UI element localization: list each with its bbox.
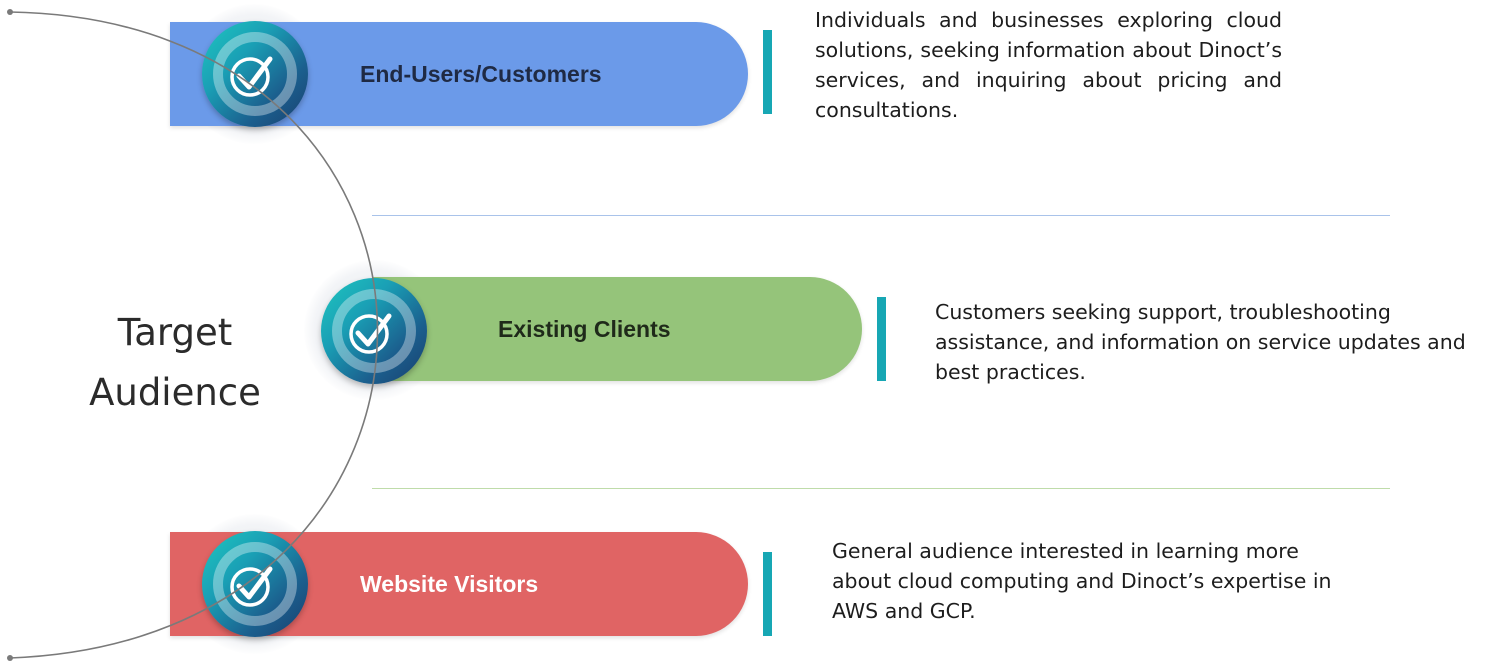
segment-label: Website Visitors	[360, 571, 539, 597]
arc-bottom-endpoint	[7, 655, 13, 661]
accent-bar	[763, 30, 772, 114]
separator-line	[372, 488, 1390, 489]
check-circle-icon	[202, 531, 308, 637]
title-line-2: Audience	[89, 371, 261, 414]
title-line-1: Target	[117, 311, 233, 354]
segment-description: Individuals and businesses exploring clo…	[815, 8, 1282, 122]
segment-label: Existing Clients	[498, 316, 671, 342]
check-circle-icon	[202, 21, 308, 127]
check-circle-icon	[321, 278, 427, 384]
target-audience-title: Target Audience	[60, 303, 290, 423]
accent-bar	[763, 552, 772, 636]
segment-description: Customers seeking support, troubleshooti…	[935, 300, 1466, 384]
arc-top-endpoint	[7, 9, 13, 15]
segment-description: General audience interested in learning …	[832, 539, 1332, 623]
segment-pill: Existing Clients	[372, 277, 862, 381]
segment-label: End-Users/Customers	[360, 61, 602, 87]
accent-bar	[877, 297, 886, 381]
separator-line	[372, 215, 1390, 216]
